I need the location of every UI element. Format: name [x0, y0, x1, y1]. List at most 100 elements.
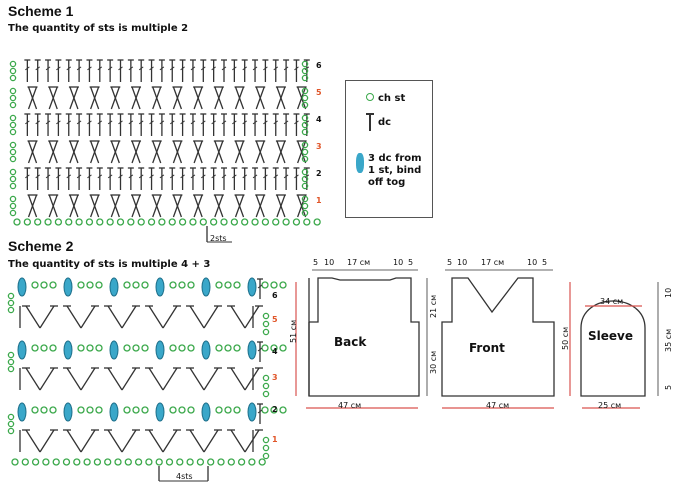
scheme2-repeat-label: 4sts: [176, 472, 193, 481]
chain-stitch: [187, 344, 195, 352]
dc-stitch: [180, 174, 185, 179]
dc-stitch: [221, 66, 227, 71]
turning-chain: [9, 74, 17, 82]
chain-stitch: [224, 406, 232, 414]
chain-stitch: [49, 406, 57, 414]
turning-chain: [7, 292, 15, 300]
turning-chain: [262, 328, 270, 336]
chain-icon: [366, 93, 374, 101]
dc-stitch: [169, 66, 175, 71]
v-stitch: [189, 429, 205, 453]
crossed-dc: [297, 194, 307, 218]
crossed-dc: [172, 86, 183, 110]
dc-stitch: [221, 174, 227, 179]
front-height-total: 50 см: [561, 326, 570, 350]
back-label: Back: [334, 335, 367, 349]
crossed-dc: [152, 140, 162, 164]
cluster-stitch: [155, 340, 165, 360]
crossed-dc: [27, 140, 38, 164]
turning-chain: [7, 420, 15, 428]
chain-stitch: [233, 406, 241, 414]
scheme2-subtitle: The quantity of sts is multiple 4 + 3: [8, 259, 211, 270]
crossed-dc: [255, 140, 265, 164]
dc-stitch: [45, 174, 51, 179]
dc-stitch: [294, 120, 299, 125]
crossed-dc: [255, 194, 265, 218]
turning-chain: [301, 94, 309, 102]
turning-chain: [301, 114, 309, 122]
dc-stitch: [107, 174, 113, 179]
dc-stitch: [118, 120, 123, 125]
dc-stitch: [149, 174, 154, 179]
foundation-chain: [23, 218, 32, 226]
dc-stitch: [76, 174, 82, 179]
turning-chain: [7, 306, 15, 314]
chain-stitch: [40, 344, 48, 352]
dc-stitch: [97, 174, 103, 179]
dc-stitch: [257, 409, 263, 414]
v-stitch: [25, 305, 41, 329]
dc-stitch: [201, 66, 206, 71]
legend-dc: dc: [366, 113, 391, 131]
chain-stitch: [86, 406, 94, 414]
foundation-chain: [158, 218, 166, 226]
chain-stitch: [279, 406, 287, 414]
chain-stitch: [215, 406, 223, 414]
foundation-chain: [220, 218, 228, 226]
dc-stitch: [242, 120, 247, 125]
foundation-chain: [114, 458, 122, 466]
back-height-upper: 21 см: [429, 294, 438, 318]
foundation-chain: [241, 218, 249, 226]
v-stitch: [39, 305, 55, 329]
turning-chain: [7, 351, 15, 359]
cluster-stitch: [17, 340, 27, 360]
cluster-stitch: [109, 277, 119, 297]
v-stitch: [230, 429, 246, 453]
sleeve-cap-height: 10: [664, 287, 673, 298]
chain-stitch: [224, 344, 232, 352]
chain-stitch: [169, 344, 177, 352]
foundation-chain: [292, 218, 301, 226]
cluster-stitch: [201, 340, 211, 360]
v-stitch: [162, 305, 178, 329]
dc-stitch: [263, 120, 268, 125]
crossed-dc: [131, 194, 141, 218]
cluster-stitch: [17, 402, 27, 422]
dc-stitch: [87, 174, 92, 179]
v-stitch: [230, 305, 246, 329]
chain-stitch: [40, 281, 48, 289]
dc-stitch: [257, 347, 263, 352]
turning-chain: [301, 168, 309, 176]
dc-stitch: [159, 174, 165, 179]
turning-chain: [9, 114, 17, 122]
foundation-chain: [21, 458, 29, 466]
dc-stitch: [169, 174, 175, 179]
dc-stitch: [201, 120, 206, 125]
foundation-chain: [303, 218, 311, 226]
v-stitch: [203, 305, 219, 329]
dc-stitch: [56, 174, 61, 179]
v-stitch: [80, 429, 96, 453]
dc-stitch: [128, 120, 134, 125]
scheme1-subtitle: The quantity of sts is multiple 2: [8, 23, 189, 34]
dc-stitch: [252, 66, 258, 71]
turning-chain: [7, 427, 15, 435]
foundation-chain: [155, 458, 163, 466]
turning-chain: [301, 101, 309, 109]
chain-stitch: [233, 344, 241, 352]
turning-chain: [262, 436, 270, 444]
cluster-stitch: [201, 277, 211, 297]
dc-stitch: [294, 174, 299, 179]
foundation-chain: [282, 218, 290, 226]
dc-stitch: [190, 66, 196, 71]
dc-stitch: [56, 66, 61, 71]
crossed-dc: [255, 86, 265, 110]
front-dim-4: 10: [527, 258, 538, 267]
turning-chain: [9, 94, 17, 102]
scheme1-repeat-label: 2sts: [210, 234, 227, 243]
dc-stitch: [107, 66, 113, 71]
legend-cluster: 3 dc from 1 st, bind off tog: [356, 153, 422, 189]
turning-chain: [301, 87, 309, 95]
dc-stitch: [87, 120, 92, 125]
scheme2-row-number: 3: [272, 373, 278, 382]
